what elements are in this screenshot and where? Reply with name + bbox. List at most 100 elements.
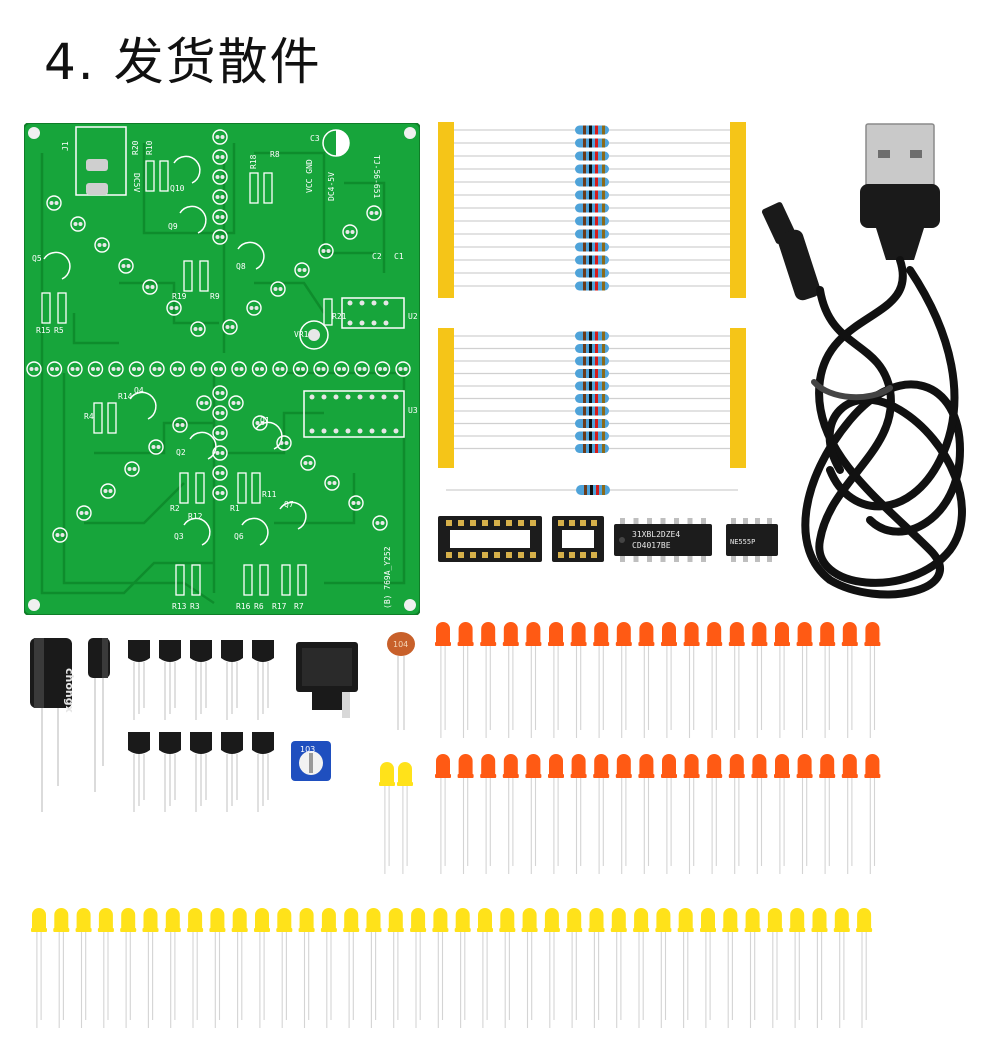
ic-socket-16pin	[436, 512, 544, 566]
pcb-board: J1 DC5V R20 R10 Q10 R18 R8 Q9 Q8 C3 VCC …	[24, 123, 420, 615]
pcb-label-dc4-5v: DC4-5V	[327, 172, 336, 201]
pcb-led-footprint	[148, 439, 164, 455]
yellow-led	[499, 908, 516, 1028]
yellow-led	[75, 908, 92, 1028]
page-title: 4. 发货散件	[44, 33, 322, 91]
resistor	[454, 242, 730, 252]
pcb-label-r3: R3	[190, 602, 200, 611]
red-led	[751, 754, 768, 874]
resistor	[454, 229, 730, 239]
transistor	[221, 640, 243, 720]
pcb-led-footprint	[324, 475, 340, 491]
pcb-led-footprint	[212, 129, 228, 145]
resistor	[454, 255, 730, 265]
red-led	[457, 622, 474, 738]
pcb-label-r12: R12	[188, 512, 203, 521]
pcb-led-footprint	[212, 465, 228, 481]
red-led-row-2	[432, 752, 898, 876]
pcb-led-footprint	[196, 395, 212, 411]
pcb-led-row	[26, 361, 411, 377]
dc-power-jack-graphic	[296, 642, 358, 718]
pcb-led-footprint	[142, 279, 158, 295]
red-led	[728, 622, 745, 738]
yellow-led	[320, 908, 337, 1028]
transistor	[128, 640, 150, 720]
yellow-led	[789, 908, 806, 1028]
pcb-label-r11: R11	[262, 490, 277, 499]
chip-cd4017: 31XBL2DZE4 CD4017BE	[612, 516, 714, 564]
resistor	[454, 151, 730, 161]
pcb-led-footprint	[342, 224, 358, 240]
red-led	[864, 754, 881, 874]
transistor	[252, 640, 274, 720]
pcb-label-r18: R18	[249, 154, 258, 169]
red-led-row-2-graphic	[435, 754, 881, 874]
pcb-led-footprint	[228, 395, 244, 411]
resistor	[454, 331, 730, 341]
yellow-led	[454, 908, 471, 1028]
ic-socket-16pin-graphic	[438, 516, 542, 562]
pcb-label-vcc-gnd: VCC GND	[305, 159, 314, 193]
resistor-tape-top-graphic	[438, 122, 746, 298]
ceramic-capacitor: 104	[384, 630, 418, 734]
red-led	[593, 622, 610, 738]
pcb-label-q1: Q1	[260, 416, 270, 425]
red-led	[796, 754, 813, 874]
red-led	[728, 754, 745, 874]
electrolytic-capacitor-small	[84, 636, 114, 796]
red-led	[706, 754, 723, 874]
red-led	[864, 622, 881, 738]
chip-ne555-graphic: NE555P	[726, 518, 778, 562]
red-led	[570, 754, 587, 874]
red-led-row-1-graphic	[435, 622, 881, 738]
pcb-led-footprint	[67, 361, 83, 377]
yellow-led	[120, 908, 137, 1028]
resistor	[454, 344, 730, 353]
yellow-led	[31, 908, 47, 1028]
pcb-label-r14: R14	[118, 392, 133, 401]
red-led	[841, 622, 858, 738]
resistor	[454, 444, 730, 453]
pcb-label-u3: U3	[408, 406, 418, 415]
pcb-label-r10: R10	[145, 140, 154, 155]
yellow-led	[543, 908, 560, 1028]
pcb-label-r5: R5	[54, 326, 64, 335]
pcb-led-footprint	[318, 243, 334, 259]
yellow-led-row	[30, 906, 880, 1030]
resistor	[454, 268, 730, 278]
pcb-led-footprint	[210, 361, 227, 377]
red-led	[525, 622, 542, 738]
yellow-led	[187, 908, 204, 1028]
pcb-label-r9: R9	[210, 292, 220, 301]
resistor	[454, 356, 730, 366]
yellow-led	[477, 908, 493, 1028]
yellow-led	[610, 908, 627, 1028]
chip-cd4017-code: 31XBL2DZE4	[632, 530, 680, 539]
red-led	[683, 754, 700, 874]
resistor	[454, 406, 730, 416]
resistor	[454, 419, 730, 428]
pcb-label-r16: R16	[236, 602, 251, 611]
pcb-led-footprint	[212, 485, 228, 501]
transistor	[190, 640, 212, 720]
pcb-label-c1: C1	[394, 252, 404, 261]
red-led	[502, 754, 519, 874]
pcb-led-footprint	[212, 385, 228, 401]
pcb-led-footprint	[108, 361, 124, 377]
yellow-led	[254, 908, 270, 1028]
pcb-led-footprint	[212, 209, 228, 225]
red-led	[751, 622, 768, 738]
pcb-led-footprint	[149, 361, 165, 377]
red-led	[774, 754, 790, 874]
transistor	[159, 640, 181, 720]
yellow-led	[97, 908, 114, 1028]
pcb-label-dc5v: DC5V	[132, 173, 141, 192]
pcb-label-q6: Q6	[234, 532, 244, 541]
pcb-led-footprint	[212, 149, 228, 165]
pcb-led-footprint	[366, 205, 382, 221]
red-led	[819, 622, 836, 738]
pcb-label-q8: Q8	[236, 262, 246, 271]
resistor	[454, 164, 730, 174]
red-led	[457, 754, 474, 874]
yellow-led	[276, 908, 293, 1028]
